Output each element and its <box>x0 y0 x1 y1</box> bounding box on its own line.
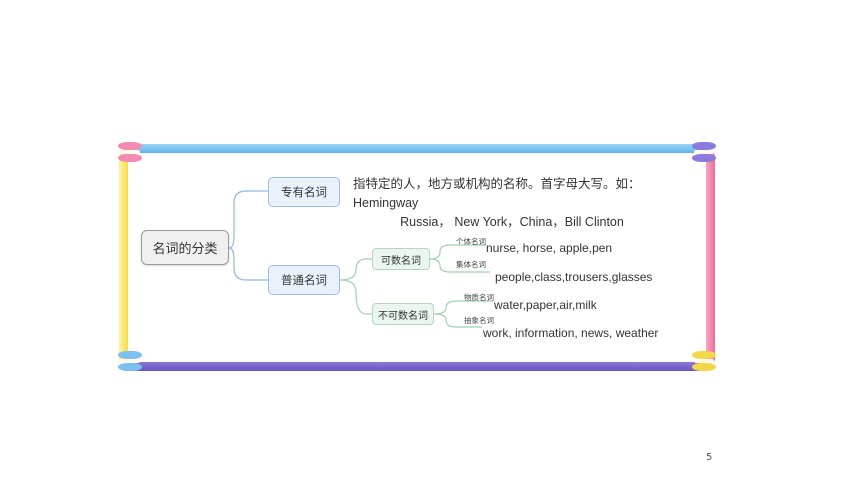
material-noun-examples: water,paper,air,milk <box>494 298 597 312</box>
root-node-label: 名词的分类 <box>152 242 218 257</box>
collective-noun-label: 集体名词 <box>456 260 486 269</box>
proper-desc-line2: Russia， New York，China，Bill Clinton <box>400 215 624 229</box>
macaron-yellow-icon <box>692 351 716 371</box>
countable-noun-node[interactable]: 可数名词 <box>372 248 430 270</box>
root-node[interactable]: 名词的分类 <box>141 230 229 265</box>
abstract-noun-label: 抽象名词 <box>464 316 494 325</box>
common-noun-label: 普通名词 <box>281 273 327 287</box>
material-noun-label: 物质名词 <box>464 293 494 302</box>
frame-left-bar <box>119 152 128 363</box>
frame-bottom-bar <box>127 362 707 371</box>
page-number: 5 <box>706 452 713 463</box>
uncountable-noun-node[interactable]: 不可数名词 <box>372 303 434 325</box>
proper-desc-line1: 指特定的人，地方或机构的名称。首字母大写。如：Hemingway <box>353 177 641 210</box>
countable-noun-label: 可数名词 <box>381 255 421 267</box>
collective-noun-examples: people,class,trousers,glasses <box>495 270 653 284</box>
proper-noun-node[interactable]: 专有名词 <box>268 177 340 207</box>
macaron-blue-icon <box>118 351 142 371</box>
proper-noun-label: 专有名词 <box>281 185 327 199</box>
frame-right-bar <box>706 152 715 363</box>
frame-top-bar <box>127 144 707 153</box>
individual-noun-label: 个体名词 <box>456 237 486 246</box>
common-noun-node[interactable]: 普通名词 <box>268 265 340 295</box>
abstract-noun-examples: work, information, news, weather <box>483 326 659 340</box>
proper-noun-description: 指特定的人，地方或机构的名称。首字母大写。如：Hemingway Russia，… <box>353 175 691 232</box>
individual-noun-examples: nurse, horse, apple,pen <box>486 241 613 255</box>
macaron-pink-icon <box>118 142 142 162</box>
macaron-purple-icon <box>692 142 716 162</box>
uncountable-noun-label: 不可数名词 <box>378 310 428 322</box>
